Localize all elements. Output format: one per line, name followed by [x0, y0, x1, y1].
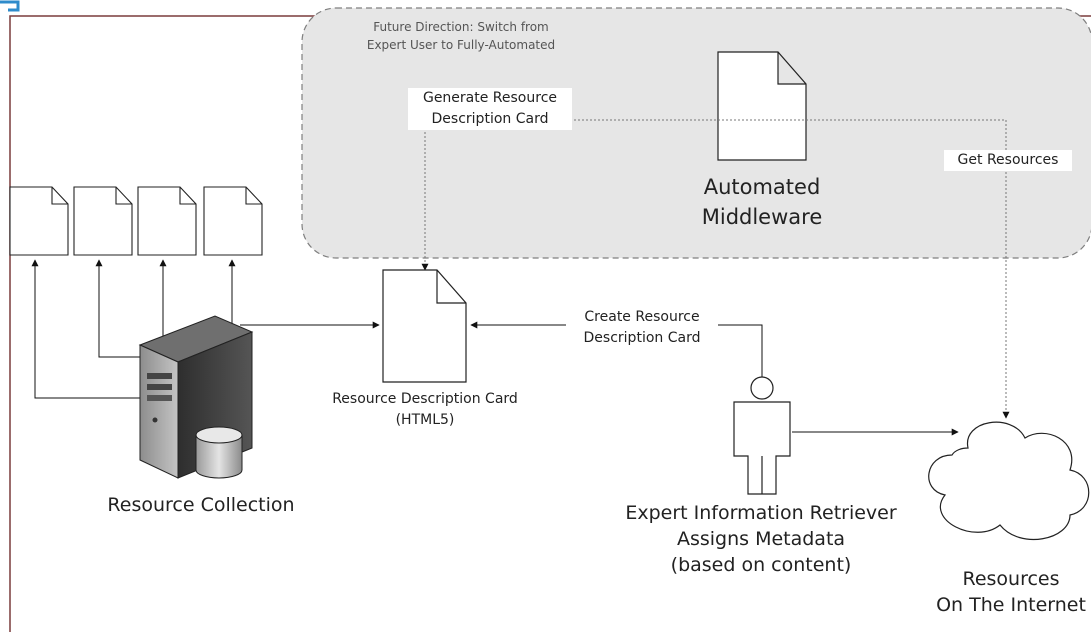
top-accent	[0, 0, 20, 12]
collection-document-2-icon	[73, 186, 133, 256]
server-to-document-2-arrow	[95, 259, 140, 358]
expert-label: Expert Information Retriever Assigns Met…	[596, 500, 926, 578]
resource-card-document-icon	[382, 269, 467, 383]
middleware-line-2: Middleware	[701, 205, 823, 229]
middleware-line-1: Automated	[703, 175, 821, 199]
generate-card-line-1: Generate Resource	[422, 90, 558, 106]
middleware-document-icon	[717, 51, 807, 161]
get-resources-text: Get Resources	[957, 152, 1059, 168]
create-card-line-2: Description Card	[583, 330, 701, 346]
resource-card-label: Resource Description Card (HTML5)	[310, 389, 540, 431]
internet-resources-label: Resources On The Internet	[936, 566, 1086, 618]
resource-card-line-2: (HTML5)	[395, 412, 455, 428]
collection-document-3-icon	[137, 186, 197, 256]
middleware-label: Automated Middleware	[672, 172, 852, 232]
internet-cloud-icon	[928, 421, 1090, 540]
future-direction-region	[301, 7, 1091, 259]
resource-collection-label: Resource Collection	[86, 492, 316, 518]
get-resources-label: Get Resources	[944, 150, 1072, 171]
expert-line-1: Expert Information Retriever	[625, 502, 897, 524]
future-direction-note: Future Direction: Switch from Expert Use…	[356, 18, 566, 54]
internet-line-1: Resources	[962, 568, 1060, 590]
create-card-label: Create Resource Description Card	[566, 307, 718, 349]
server-to-document-1-arrow	[31, 259, 140, 399]
generate-card-line-2: Description Card	[431, 111, 549, 127]
future-direction-line-1: Future Direction: Switch from	[373, 20, 549, 34]
expert-line-2: Assigns Metadata	[676, 528, 846, 550]
create-card-line-1: Create Resource	[584, 309, 700, 325]
collection-document-1-icon	[9, 186, 69, 256]
internet-line-2: On The Internet	[936, 594, 1086, 616]
collection-document-4-icon	[203, 186, 263, 256]
database-icon	[195, 426, 243, 479]
future-direction-line-2: Expert User to Fully-Automated	[366, 38, 556, 52]
expert-line-3: (based on content)	[670, 554, 852, 576]
resource-card-line-1: Resource Description Card	[332, 391, 518, 407]
expert-person-icon	[733, 376, 791, 495]
resource-collection-text: Resource Collection	[107, 494, 295, 516]
generate-card-label: Generate Resource Description Card	[408, 88, 572, 130]
